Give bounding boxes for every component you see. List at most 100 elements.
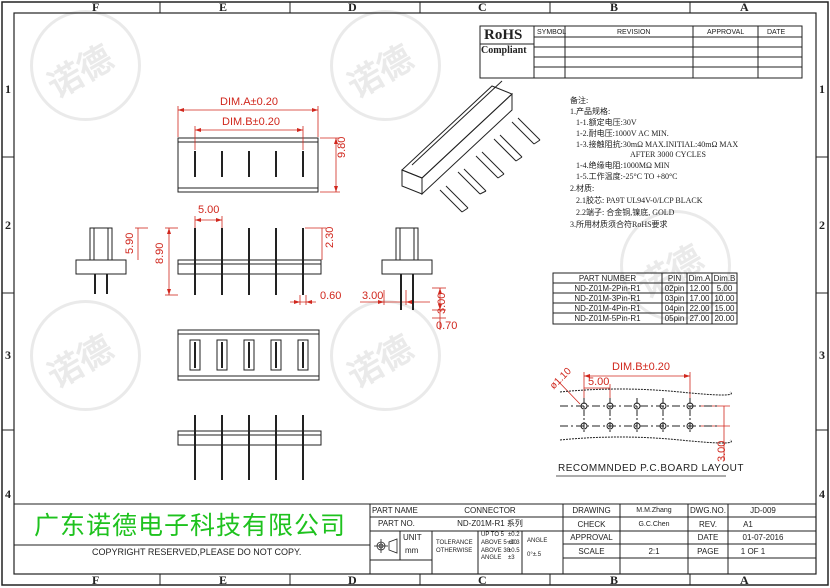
pcb-row-label: 3.00 [716, 440, 728, 462]
note-line: 1-2.耐电压:1000V AC MIN. [576, 129, 669, 138]
revision-date-header: DATE [767, 29, 786, 36]
note-line: 2.材质: [570, 184, 595, 193]
part-table-grid [552, 272, 738, 325]
page-value: 1 OF 1 [740, 547, 766, 556]
left-side-view [75, 227, 127, 275]
note-line: 2.2端子: 合金铜,镍底, GOLD [576, 208, 675, 217]
dim-230-label: 2.30 [324, 226, 336, 248]
rev-value: A1 [743, 520, 753, 529]
dim-300-h-label: 3.00 [362, 290, 384, 302]
dim-590-label: 5.90 [124, 232, 136, 254]
part-table-cell: ND-Z01M-4Pin-R1 [574, 304, 641, 313]
zone-label-row: 2 [5, 218, 11, 232]
angle-value: 0°±.5 [527, 552, 542, 558]
zone-label-col: B [610, 573, 619, 587]
note-line: AFTER 3000 CYCLES [630, 150, 707, 159]
part-table-cell: 04pin [664, 304, 685, 313]
zone-label-row: 1 [819, 82, 825, 96]
page-label: PAGE [697, 547, 719, 556]
dimension-arrows [167, 108, 690, 378]
tolerance-value: ±0.2 [508, 532, 520, 538]
scale-value: 2:1 [648, 547, 660, 556]
dim-070-label: 0.70 [436, 320, 458, 332]
zone-label-col: C [478, 573, 487, 587]
drawing-label: DRAWING [572, 506, 611, 515]
part-table-header: Dim.A [688, 274, 711, 283]
zone-label-col: D [348, 573, 357, 587]
zone-label-col: D [348, 0, 357, 14]
date-label: DATE [697, 533, 719, 542]
part-table-cell: ND-Z01M-3Pin-R1 [574, 294, 641, 303]
zone-label-row: 3 [819, 348, 825, 362]
part-table-cell: 17.00 [689, 294, 710, 303]
rear-view-pins [194, 415, 304, 480]
zone-label-col: E [219, 573, 228, 587]
zone-label-col: A [740, 0, 749, 14]
pcb-layout [556, 388, 732, 477]
part-table-cell: 5.00 [716, 284, 733, 293]
part-table-cell: 03pin [664, 294, 685, 303]
dim-980-label: 9.80 [336, 136, 348, 158]
tolerance-range: ABOVE 30 [481, 548, 511, 554]
note-line: 2.1胶芯: PA9T UL94V-0/LCP BLACK [576, 196, 703, 205]
dim-pitch-label: 5.00 [198, 204, 220, 216]
watermark-seal [30, 10, 141, 121]
revision-header: REVISION [617, 29, 651, 36]
dwg-no-label: DWG.NO. [690, 506, 726, 515]
part-table-cell: 02pin [664, 284, 685, 293]
part-table-cell: 22.00 [689, 304, 710, 313]
watermark-seal [330, 300, 441, 411]
rohs-subtitle: Compliant [481, 45, 527, 56]
top-view [177, 137, 319, 193]
part-no-label: PART NO. [378, 519, 415, 528]
unit-label: UNIT [403, 533, 422, 542]
projection-symbol [374, 538, 398, 554]
note-line: 备注: [570, 96, 589, 105]
watermark-seal [30, 300, 141, 411]
zone-label-row: 4 [819, 487, 825, 501]
pcb-pitch-label: 5.00 [588, 376, 610, 388]
part-name-value: CONNECTOR [464, 506, 516, 515]
pcb-layout-title: RECOMMNDED P.C.BOARD LAYOUT [558, 463, 744, 474]
dim-a-label: DIM.A±0.20 [220, 96, 279, 108]
note-line: 3.所用材质须合符RoHS要求 [570, 220, 668, 229]
drawing-value: M.M.Zhang [636, 507, 672, 514]
bottom-view [177, 329, 320, 381]
tolerance-label: TOLERANCE [436, 540, 473, 546]
part-table-cell: 10.00 [714, 294, 735, 303]
front-view-pins [194, 228, 304, 295]
revision-table-grid [479, 25, 803, 79]
part-table-cell: 27.00 [689, 314, 710, 323]
check-label: CHECK [577, 520, 606, 529]
part-table-header: Dim.B [713, 274, 736, 283]
part-table-cell: 05pin [664, 314, 685, 323]
tolerance-value: ±0.5 [508, 548, 520, 554]
zone-label-col: B [610, 0, 619, 14]
part-name-label: PART NAME [372, 506, 418, 515]
note-line: 1-4.绝缘电阻:1000MΩ MIN [576, 161, 670, 170]
note-line: 1-1.额定电压:30V [576, 118, 637, 127]
dwg-no-value: JD-009 [750, 506, 776, 515]
unit-value: mm [405, 546, 419, 555]
zone-label-col: A [740, 573, 749, 587]
revision-approval-header: APPROVAL [707, 29, 745, 36]
pcb-dim-b-label: DIM.B±0.20 [612, 361, 671, 373]
part-table-cell: ND-Z01M-5Pin-R1 [574, 314, 641, 323]
bottom-view-pins [194, 342, 304, 368]
check-value: G.C.Chen [638, 521, 670, 528]
company-name: 广东诺德电子科技有限公司 [34, 511, 347, 540]
rev-label: REV. [699, 520, 717, 529]
left-side-pins [94, 274, 108, 294]
dim-300-v-label: 3.00 [436, 292, 448, 314]
tolerance-value: ±0.3 [508, 540, 520, 546]
otherwise-label: OTHERWISE [436, 548, 473, 554]
tolerance-range: ANGLE [481, 555, 502, 561]
date-value: 01-07-2016 [742, 533, 784, 542]
title-block-grid [14, 503, 816, 574]
scale-label: SCALE [578, 547, 605, 556]
dim-890-label: 8.90 [154, 242, 166, 264]
tolerance-value: ±3 [508, 555, 515, 561]
approval-label: APPROVAL [570, 533, 613, 542]
zone-label-col: F [92, 573, 100, 587]
